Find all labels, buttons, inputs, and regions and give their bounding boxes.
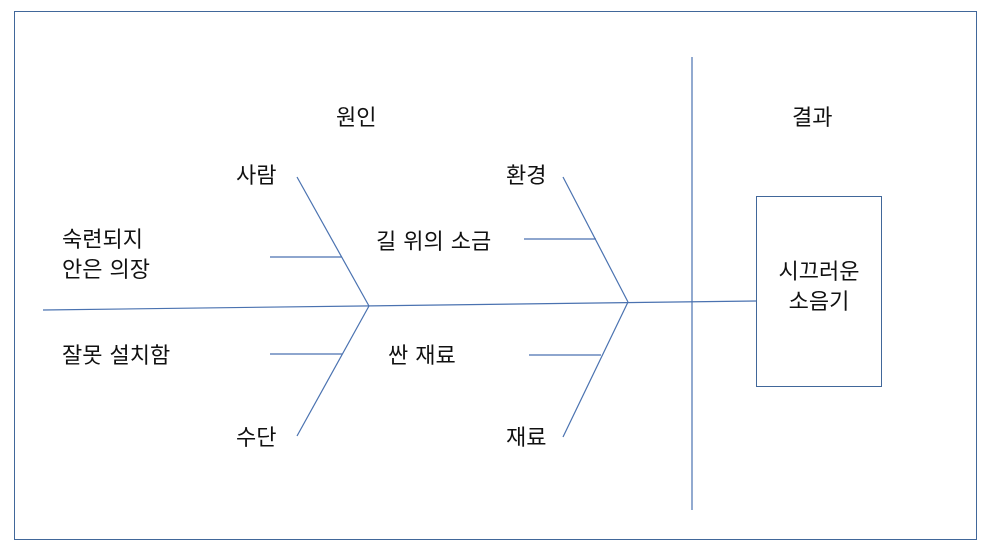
effect-line2: 소음기 bbox=[788, 290, 850, 315]
diagram-frame bbox=[14, 11, 977, 540]
effect-box bbox=[756, 196, 882, 387]
header-effect: 결과 bbox=[792, 106, 833, 131]
category-environment: 환경 bbox=[506, 164, 547, 189]
cause-methods: 잘못 설치함 bbox=[62, 344, 171, 369]
bone-people bbox=[296, 176, 370, 307]
effect-line1: 시끄러운 bbox=[778, 260, 860, 285]
cause-people-line2: 안은 의장 bbox=[62, 258, 150, 283]
category-methods: 수단 bbox=[236, 426, 277, 451]
effect-text: 시끄러운 소음기 bbox=[756, 258, 882, 318]
spine-line bbox=[42, 300, 757, 311]
category-people: 사람 bbox=[236, 164, 277, 189]
bone-materials bbox=[562, 301, 629, 438]
bone-methods bbox=[296, 305, 370, 437]
cause-materials: 싼 재료 bbox=[388, 344, 456, 369]
category-materials: 재료 bbox=[506, 426, 547, 451]
cause-people-line1: 숙련되지 bbox=[62, 228, 143, 253]
cause-environment: 길 위의 소금 bbox=[376, 230, 492, 255]
header-cause: 원인 bbox=[336, 106, 377, 131]
